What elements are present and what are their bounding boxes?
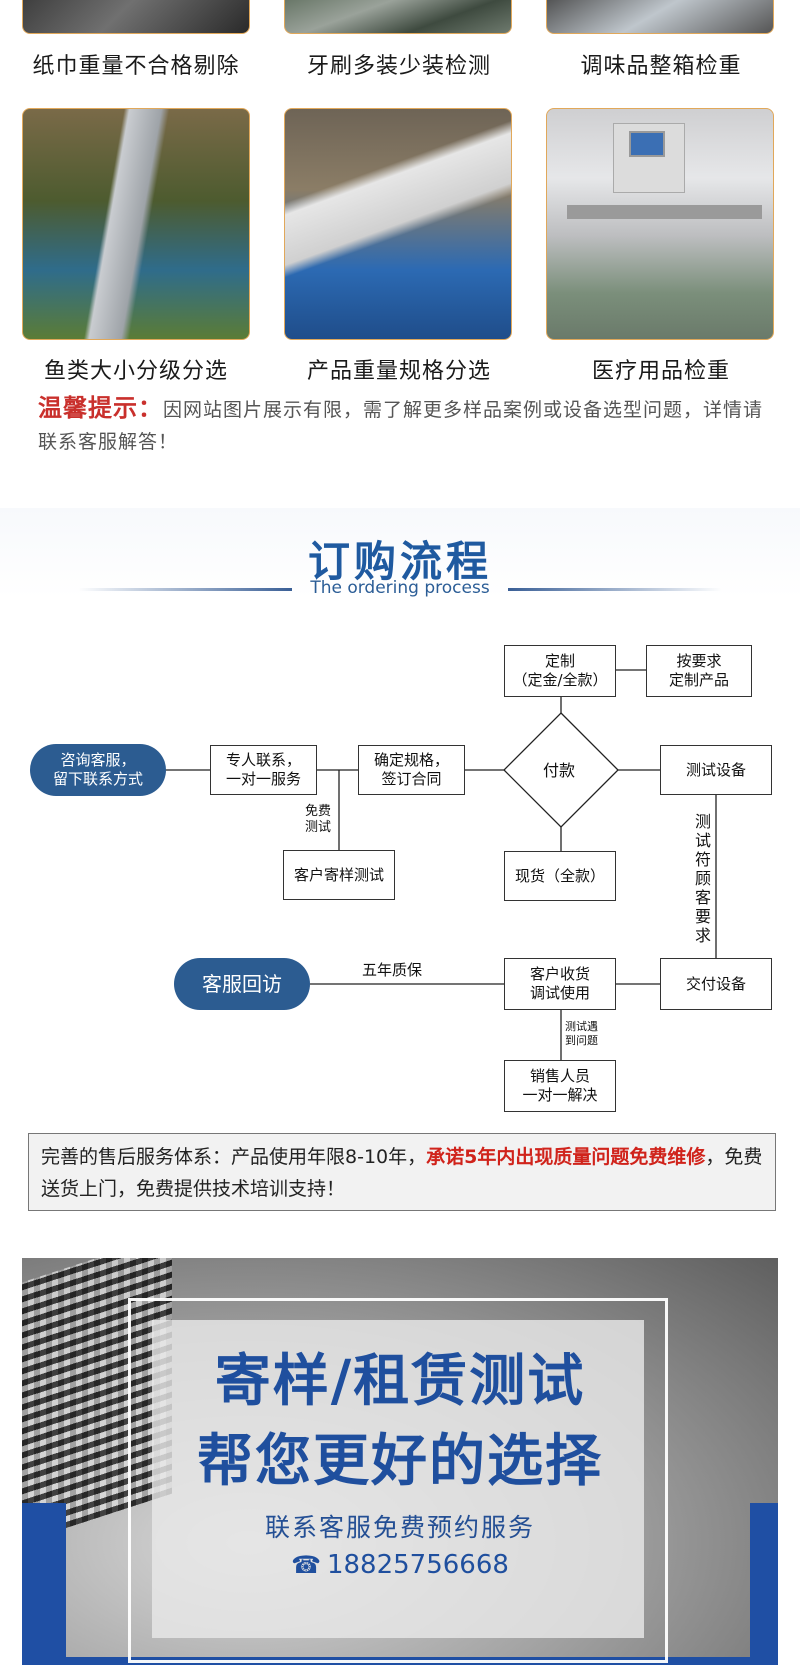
product-caption: 产品重量规格分选 [306,359,491,384]
product-image-sorting [284,108,512,340]
product-caption: 鱼类大小分级分选 [43,359,228,384]
warranty-label: 五年质保 [362,961,423,979]
product-caption: 调味品整箱检重 [580,54,742,79]
banner-headline-2: 帮您更好的选择 [197,1429,603,1494]
test-device-node: 测试设备 [660,745,772,795]
after-sales-notice: 完善的售后服务体系：产品使用年限8-10年，承诺5年内出现质量问题免费维修，免费… [28,1133,776,1211]
product-caption: 医疗用品检重 [591,359,730,384]
product-caption: 纸巾重量不合格剔除 [32,54,240,79]
banner-frame [128,1298,668,1663]
banner-blue-bar-right [750,1503,778,1665]
spot-node: 现货（全款） [504,851,616,901]
receive-node: 客户收货 调试使用 [504,958,616,1010]
title-divider-right [508,588,722,591]
ordering-title: 订购流程 [307,537,492,586]
sales-node: 销售人员 一对一解决 [504,1060,616,1112]
banner-subline: 联系客服免费预约服务 [264,1513,535,1542]
tip-label: 温馨提示： [38,394,163,422]
product-image-tissue [22,0,250,34]
sample-test-banner: 寄样/租赁测试 帮您更好的选择 联系客服免费预约服务 ☎18825756668 [22,1258,778,1665]
contact-node: 专人联系， 一对一服务 [210,745,317,795]
confirm-node: 确定规格， 签订合同 [358,745,465,795]
product-image-fish [22,108,250,340]
test-ok-label: 测试符顾客要求 [694,812,711,945]
pay-node-label: 付款 [543,761,576,780]
product-image-medical [546,108,774,340]
pay-diamond [503,712,619,828]
product-caption: 牙刷多装少装检测 [306,54,491,79]
ordering-header-band [0,508,800,598]
checkweigher-screen [629,131,665,157]
free-test-label: 免费 测试 [305,804,332,835]
banner-headline-1: 寄样/租赁测试 [214,1349,586,1414]
sample-node: 客户寄样测试 [283,850,395,900]
product-image-seasoning [546,0,774,34]
consult-node: 咨询客服， 留下联系方式 [30,744,166,796]
custom-node: 定制 （定金/全款） [504,645,616,697]
product-image-toothbrush [284,0,512,34]
ordering-subtitle: The ordering process [310,578,490,598]
phone-number[interactable]: 18825756668 [326,1550,509,1580]
tip-text: 因网站图片展示有限，需了解更多样品案例或设备选型问题，详情请联系客服解答！ [38,399,764,453]
revisit-node: 客服回访 [174,958,310,1010]
conveyor-belt [567,205,762,219]
title-divider-left [78,588,292,591]
notice-suffix: ，免费送货上门，免费提供技术培训支持！ [41,1146,763,1200]
custom-product-node: 按要求 定制产品 [646,645,752,697]
banner-blue-bar-left [22,1503,66,1665]
banner-phone[interactable]: ☎18825756668 [22,1550,778,1580]
banner-panel [152,1320,644,1638]
deliver-node: 交付设备 [660,958,772,1010]
problem-label: 测试遇 到问题 [565,1020,598,1047]
telephone-icon: ☎ [291,1551,321,1579]
notice-highlight: 承诺5年内出现质量问题免费维修 [426,1146,706,1168]
warm-tip: 温馨提示：因网站图片展示有限，需了解更多样品案例或设备选型问题，详情请联系客服解… [38,392,768,458]
notice-prefix: 完善的售后服务体系：产品使用年限8-10年， [41,1146,427,1168]
